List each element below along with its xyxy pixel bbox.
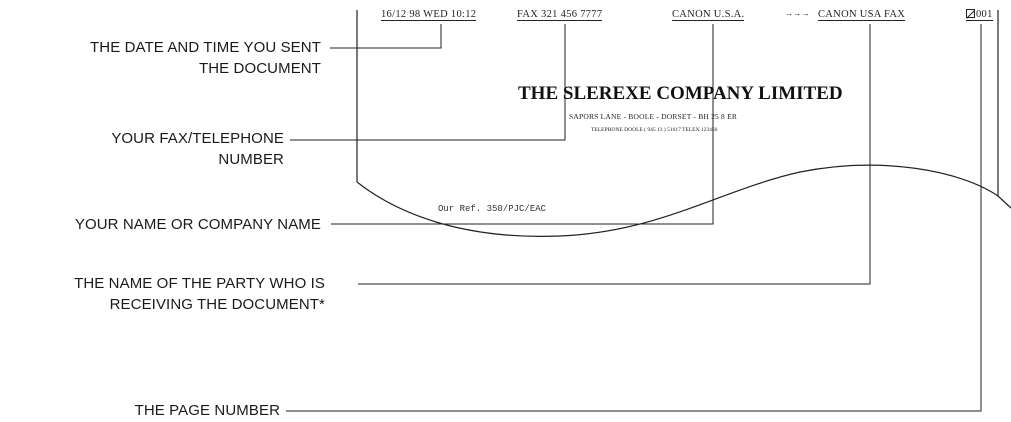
leader-name (331, 24, 714, 225)
callout-page-number: THE PAGE NUMBER (135, 400, 280, 421)
callout-fax-number: YOUR FAX/TELEPHONE NUMBER (111, 128, 284, 170)
callout-page-number-line1: THE PAGE NUMBER (134, 402, 280, 419)
page-bottom-curve (356, 164, 1011, 237)
callout-date-time-line2: THE DOCUMENT (198, 60, 321, 77)
fax-recipient: CANON USA FAX (818, 9, 906, 21)
fax-number: FAX 321 456 7777 (517, 9, 603, 21)
leader-fax-number (290, 24, 566, 141)
company-name: THE SLEREXE COMPANY LIMITED (518, 83, 843, 104)
fax-sender-name: CANON U.S.A. (672, 9, 745, 21)
leader-page-number (286, 24, 982, 412)
callout-name: YOUR NAME OR COMPANY NAME (75, 214, 321, 235)
leader-receiving-party (358, 24, 871, 285)
company-address: SAPORS LANE - BOOLE - DORSET - BH 25 8 E… (569, 112, 738, 121)
fax-datetime: 16/12 98 WED 10:12 (381, 9, 477, 21)
document-reference: Our Ref. 350/PJC/EAC (438, 204, 547, 214)
callout-name-line1: YOUR NAME OR COMPANY NAME (74, 216, 321, 233)
company-telephone: TELEPHONE DOOLE ( 945 13 ) 51617 TELEX 1… (591, 127, 718, 133)
callout-date-time-line1: THE DATE AND TIME YOU SENT (90, 39, 321, 56)
callout-receiving-party-line1: THE NAME OF THE PARTY WHO IS (74, 275, 325, 292)
fax-page-number: 001 (966, 9, 993, 21)
fax-page-icon (966, 9, 975, 18)
callout-receiving-party-line2: RECEIVING THE DOCUMENT* (109, 296, 325, 313)
fax-page-number-value: 001 (976, 9, 993, 20)
callout-date-time: THE DATE AND TIME YOU SENT THE DOCUMENT (90, 37, 321, 79)
fax-arrows: →→→ (785, 9, 810, 18)
callout-fax-number-line2: NUMBER (218, 151, 284, 168)
callout-receiving-party: THE NAME OF THE PARTY WHO IS RECEIVING T… (74, 273, 325, 315)
leader-date-time (330, 24, 442, 49)
callout-fax-number-line1: YOUR FAX/TELEPHONE (111, 130, 284, 147)
